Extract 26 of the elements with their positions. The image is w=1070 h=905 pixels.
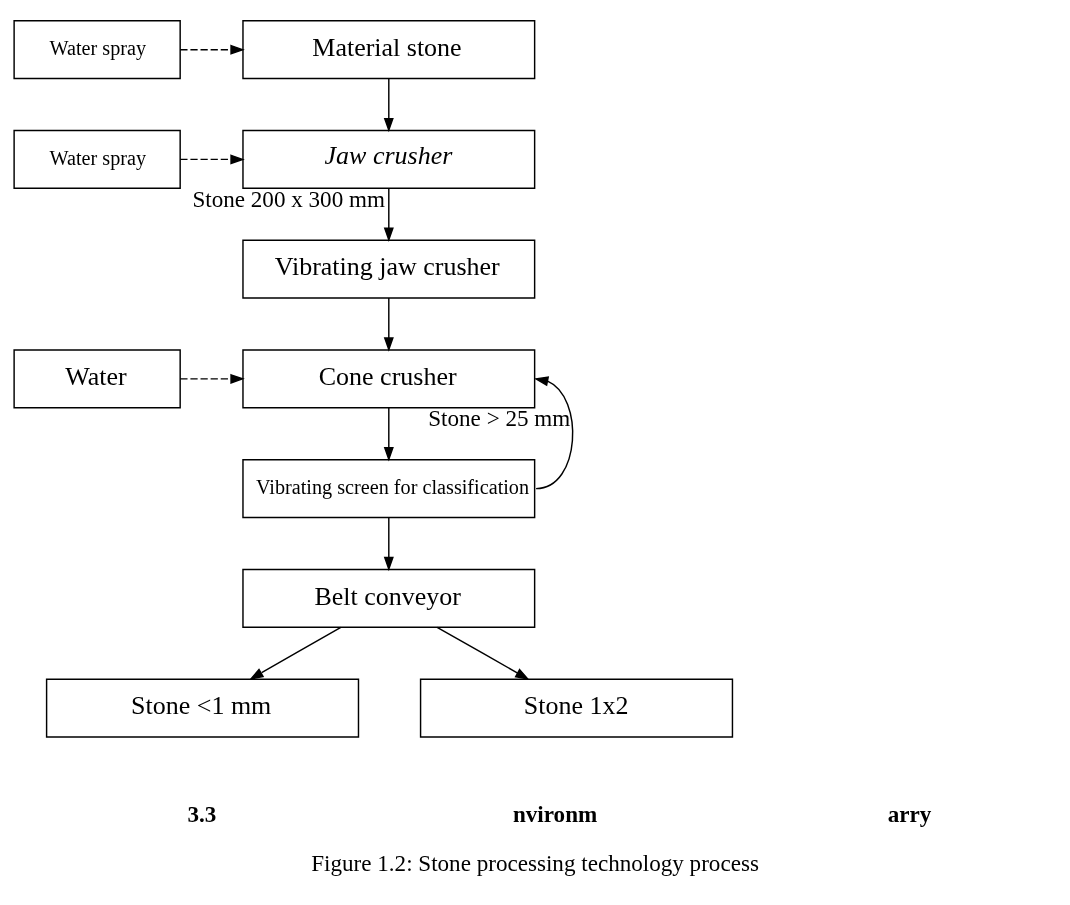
- arrow: [383, 187, 394, 243]
- node-box: Vibrating jaw crusher: [242, 239, 536, 299]
- arrow: [179, 373, 245, 384]
- node-box: Water spray: [13, 20, 181, 80]
- arrow: [179, 44, 245, 55]
- node-box: Jaw crusher: [242, 129, 536, 189]
- arrow: [383, 407, 394, 462]
- node-box: Water: [13, 349, 181, 409]
- arrow: [383, 297, 394, 352]
- node-box: Vibrating screen for classification: [242, 459, 536, 519]
- arrow: [383, 516, 394, 572]
- node-box: Cone crusher: [242, 349, 536, 409]
- node-box: Water spray: [13, 129, 181, 189]
- label: arry: [887, 800, 932, 827]
- label: nvironm: [512, 800, 598, 827]
- caption: Figure 1.2: Stone processing technology process: [311, 849, 759, 876]
- node-box: Stone 1x2: [419, 678, 734, 738]
- node-box: Material stone: [242, 20, 536, 80]
- node-box: Belt conveyor: [242, 568, 536, 628]
- arrow: [383, 77, 394, 133]
- label: 3.3: [187, 800, 217, 827]
- arrow: [179, 154, 245, 165]
- arrow: [249, 626, 342, 680]
- node-box: Stone <1 mm: [45, 678, 360, 738]
- arrow: [436, 626, 530, 680]
- arrow: [533, 376, 574, 490]
